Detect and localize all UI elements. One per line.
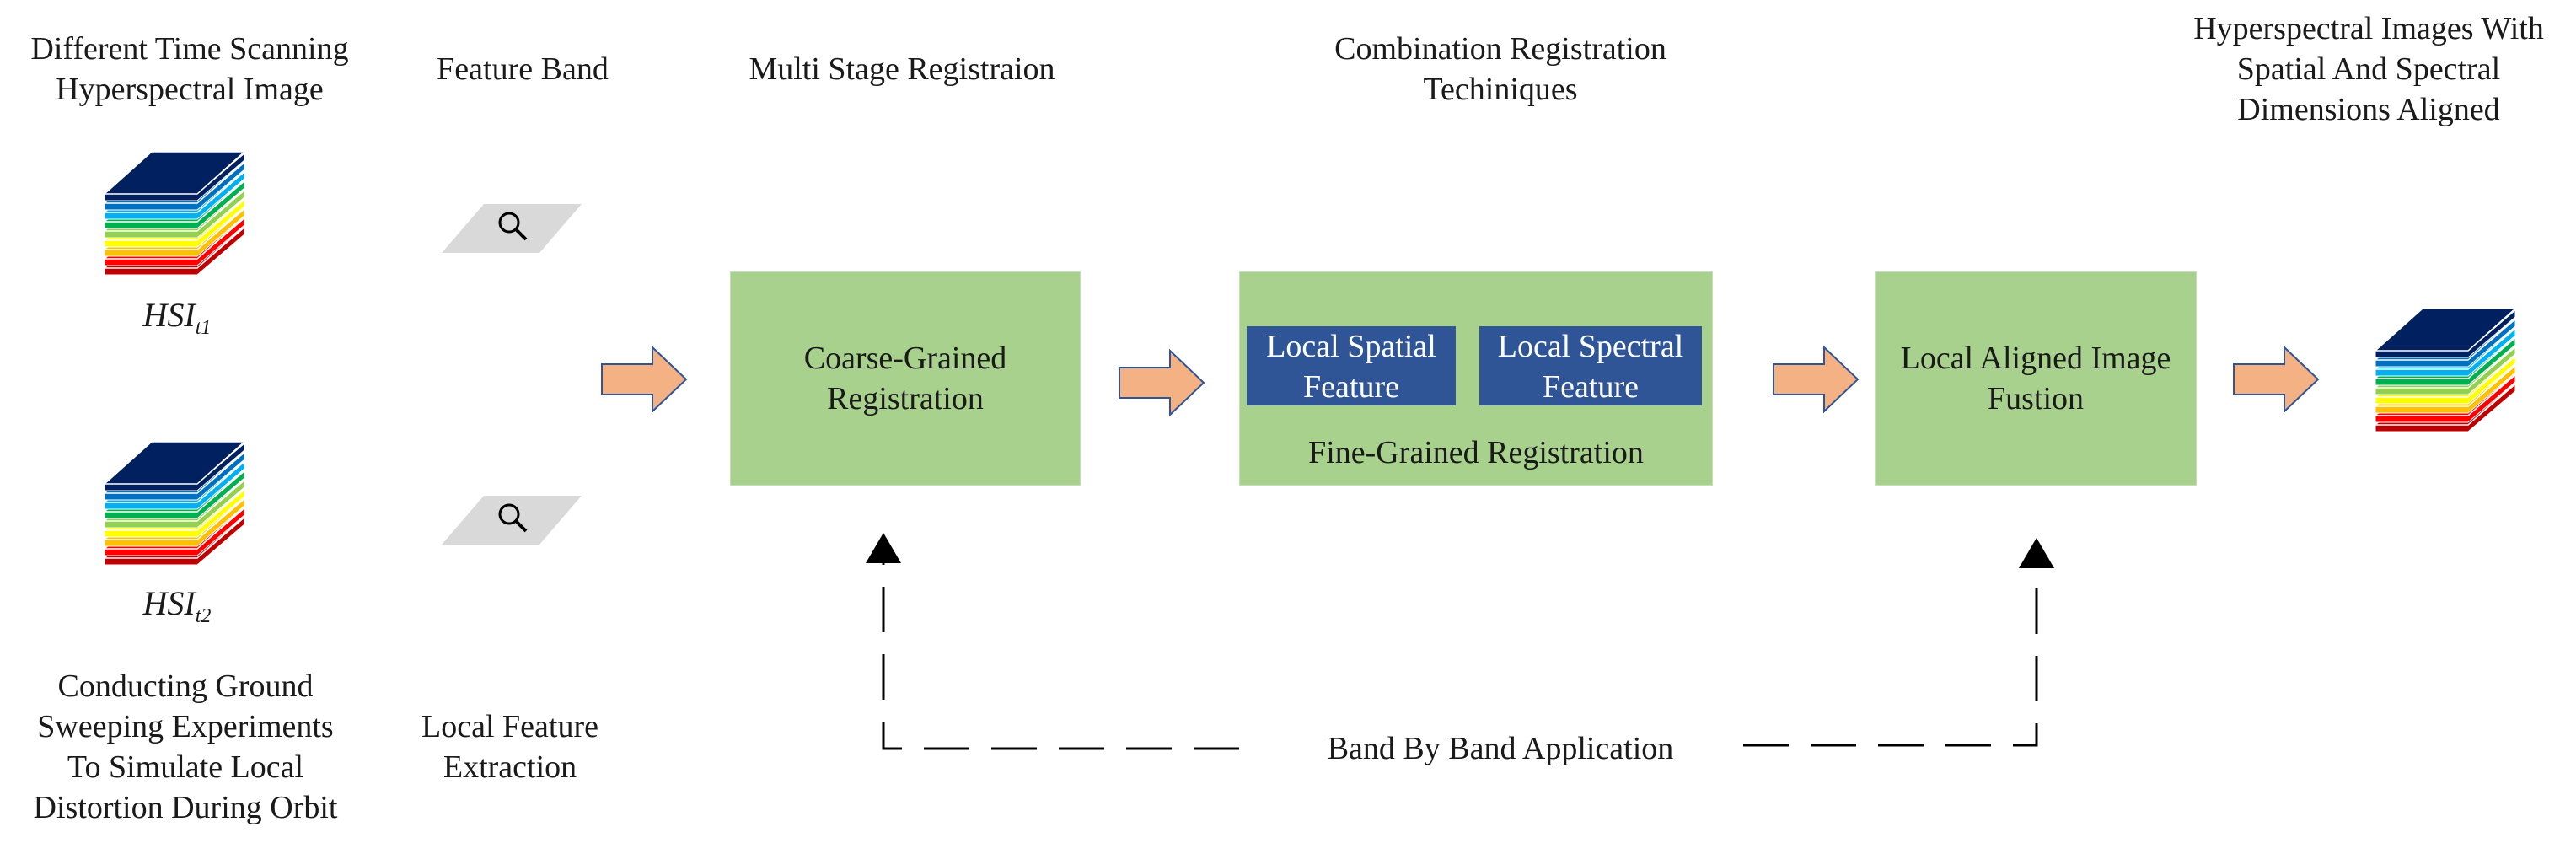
local-spectral-feature: Local Spectral Feature xyxy=(1479,326,1702,405)
extraction-note: Local Feature Extraction xyxy=(421,709,598,785)
fusion-label: Local Aligned Image Fustion xyxy=(1900,341,2171,416)
local-spatial-feature: Local Spatial Feature xyxy=(1247,326,1456,405)
stack-layer xyxy=(103,441,246,485)
multi-stage-title: Multi Stage Registraion xyxy=(749,51,1055,87)
block-arrow-right-icon xyxy=(1119,348,1205,417)
block-arrow-group xyxy=(601,345,2320,417)
block-arrow-right-icon xyxy=(601,345,688,414)
band-by-band-label: Band By Band Application xyxy=(1327,731,1674,766)
fine-registration-box: Local Spatial Feature Local Spectral Fea… xyxy=(1239,271,1713,486)
combination-title: Combination Registration Techiniques xyxy=(1334,31,1666,107)
hsi-t1-label: HSIt1 xyxy=(142,296,212,340)
coarse-registration-box: Coarse-Grained Registration xyxy=(730,271,1081,486)
magnifier-icon xyxy=(442,204,582,253)
feature-band-title: Feature Band xyxy=(437,51,609,87)
hyperspectral-stack-icon-t2 xyxy=(103,441,246,566)
experiment-note: Conducting Ground Sweeping Experiments T… xyxy=(33,668,338,825)
hyperspectral-stack-icon-t1 xyxy=(103,151,246,276)
input-title: Different Time Scanning Hyperspectral Im… xyxy=(30,31,349,107)
stack-layer xyxy=(103,151,246,195)
magnifier-icon xyxy=(442,496,582,545)
hsi-t2-label: HSIt2 xyxy=(142,584,212,628)
output-title: Hyperspectral Images With Spatial And Sp… xyxy=(2193,11,2544,127)
block-arrow-right-icon xyxy=(2233,345,2320,414)
block-arrow-right-icon xyxy=(1773,345,1860,414)
fine-registration-label: Fine-Grained Registration xyxy=(1308,435,1644,470)
stack-layer xyxy=(2374,308,2517,352)
hyperspectral-stack-icon-output xyxy=(2374,308,2517,432)
coarse-registration-label: Coarse-Grained Registration xyxy=(803,341,1007,416)
fusion-box: Local Aligned Image Fustion xyxy=(1875,271,2197,486)
feedback-loop xyxy=(866,533,2054,750)
